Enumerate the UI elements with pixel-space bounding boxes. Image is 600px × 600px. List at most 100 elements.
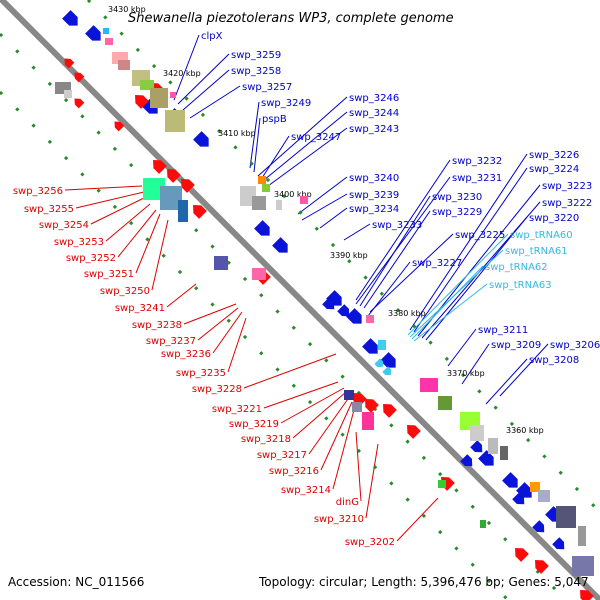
- reverse-cds-arrow: [153, 160, 167, 174]
- leader-line: [182, 69, 230, 111]
- forward-cds-arrow: [380, 352, 396, 368]
- forward-gene-label: swp_3249: [261, 98, 311, 109]
- feature-shape: [85, 25, 101, 41]
- feature-block: [170, 92, 176, 98]
- map-title: Shewanella piezotolerans WP3, complete g…: [128, 11, 454, 26]
- feature-block: [165, 110, 185, 132]
- feature-shape: [254, 220, 270, 236]
- forward-gene-label: swp_3222: [542, 198, 592, 209]
- feature-shape: [580, 590, 594, 600]
- feature-shape: [135, 95, 149, 109]
- feature-block: [258, 176, 266, 184]
- leader-line: [369, 233, 454, 313]
- forward-cds-arrow: [322, 297, 335, 310]
- leader-line: [332, 409, 355, 490]
- reverse-cds-arrow: [74, 98, 85, 109]
- trna-arrow: [374, 358, 384, 368]
- leader-line: [355, 159, 451, 301]
- feature-shape: [167, 169, 181, 183]
- leader-line: [365, 443, 379, 519]
- leader-line: [261, 135, 290, 179]
- scale-tick-label: 3390 kbp: [330, 251, 368, 260]
- reverse-cds-arrow: [407, 425, 421, 439]
- reverse-gene-label: swp_3241: [115, 303, 165, 314]
- tick-row-outer: [0, 90, 511, 600]
- trna-gene-label: swp_tRNA63: [489, 280, 552, 291]
- reverse-gene-label: swp_3210: [314, 514, 364, 525]
- feature-block: [262, 184, 270, 192]
- leader-line: [355, 176, 451, 305]
- feature-shape: [515, 548, 529, 562]
- forward-gene-label: swp_3239: [349, 190, 399, 201]
- leader-line: [447, 328, 477, 367]
- forward-gene-label: swp_3231: [452, 173, 502, 184]
- accession-text: Accession: NC_011566: [8, 575, 144, 589]
- reverse-gene-label: swp_3250: [100, 286, 150, 297]
- leader-line: [499, 343, 549, 397]
- forward-gene-label: swp_3247: [291, 132, 341, 143]
- reverse-gene-label: swp_3216: [269, 466, 319, 477]
- leader-line: [355, 431, 362, 502]
- feature-block: [366, 315, 374, 323]
- feature-block: [352, 402, 362, 412]
- feature-shape: [552, 537, 565, 550]
- forward-gene-label: swp_3233: [372, 220, 422, 231]
- forward-cds-arrow: [512, 492, 525, 505]
- feature-shape: [512, 492, 525, 505]
- reverse-gene-label: swp_3202: [345, 537, 395, 548]
- feature-block: [300, 196, 308, 204]
- forward-gene-label: swp_3243: [349, 124, 399, 135]
- forward-gene-label: swp_3220: [529, 213, 579, 224]
- reverse-gene-label: swp_3214: [281, 485, 331, 496]
- leader-line: [267, 127, 348, 187]
- leader-line: [243, 353, 337, 389]
- forward-cds-arrow: [272, 237, 288, 253]
- reverse-gene-label: swp_3238: [132, 320, 182, 331]
- forward-cds-arrow: [337, 304, 350, 317]
- reverse-cds-arrow: [167, 169, 181, 183]
- feature-block: [538, 490, 550, 502]
- reverse-cds-arrow: [64, 58, 75, 69]
- feature-shape: [407, 425, 421, 439]
- leader-line: [343, 223, 371, 241]
- feature-shape: [64, 58, 75, 69]
- leader-line: [135, 213, 161, 274]
- feature-shape: [374, 358, 384, 368]
- leader-line: [263, 381, 339, 409]
- reverse-gene-label: dinG: [336, 497, 359, 508]
- leader-line: [189, 85, 241, 119]
- leader-line: [292, 391, 347, 439]
- forward-gene-label: swp_3225: [455, 230, 505, 241]
- reverse-gene-label: swp_3217: [257, 450, 307, 461]
- forward-cds-arrow: [193, 131, 209, 147]
- leader-line: [177, 53, 230, 105]
- forward-gene-label: swp_3244: [349, 108, 399, 119]
- feature-shape: [470, 440, 483, 453]
- feature-block: [362, 412, 374, 430]
- forward-cds-arrow: [532, 520, 545, 533]
- feature-block: [556, 506, 576, 528]
- scale-tick-label: 3420 kbp: [163, 69, 201, 78]
- feature-block: [150, 88, 168, 108]
- feature-block: [344, 390, 354, 400]
- feature-shape: [322, 297, 335, 310]
- leader-line: [64, 185, 143, 191]
- feature-block: [140, 80, 154, 90]
- trna-gene-label: swp_tRNA61: [505, 246, 568, 257]
- feature-block: [214, 256, 228, 270]
- scale-tick-label: 3400 kbp: [274, 190, 312, 199]
- feature-block: [530, 482, 540, 492]
- reverse-cds-arrow: [181, 179, 195, 193]
- leader-line: [263, 111, 348, 181]
- leader-line: [359, 195, 431, 307]
- reverse-cds-arrow: [535, 560, 549, 574]
- feature-block: [488, 438, 498, 454]
- leader-line: [151, 219, 169, 291]
- feature-shape: [460, 454, 473, 467]
- scale-tick-label: 3430 kbp: [108, 5, 146, 14]
- forward-cds-arrow: [346, 308, 362, 324]
- reverse-cds-arrow: [365, 399, 379, 413]
